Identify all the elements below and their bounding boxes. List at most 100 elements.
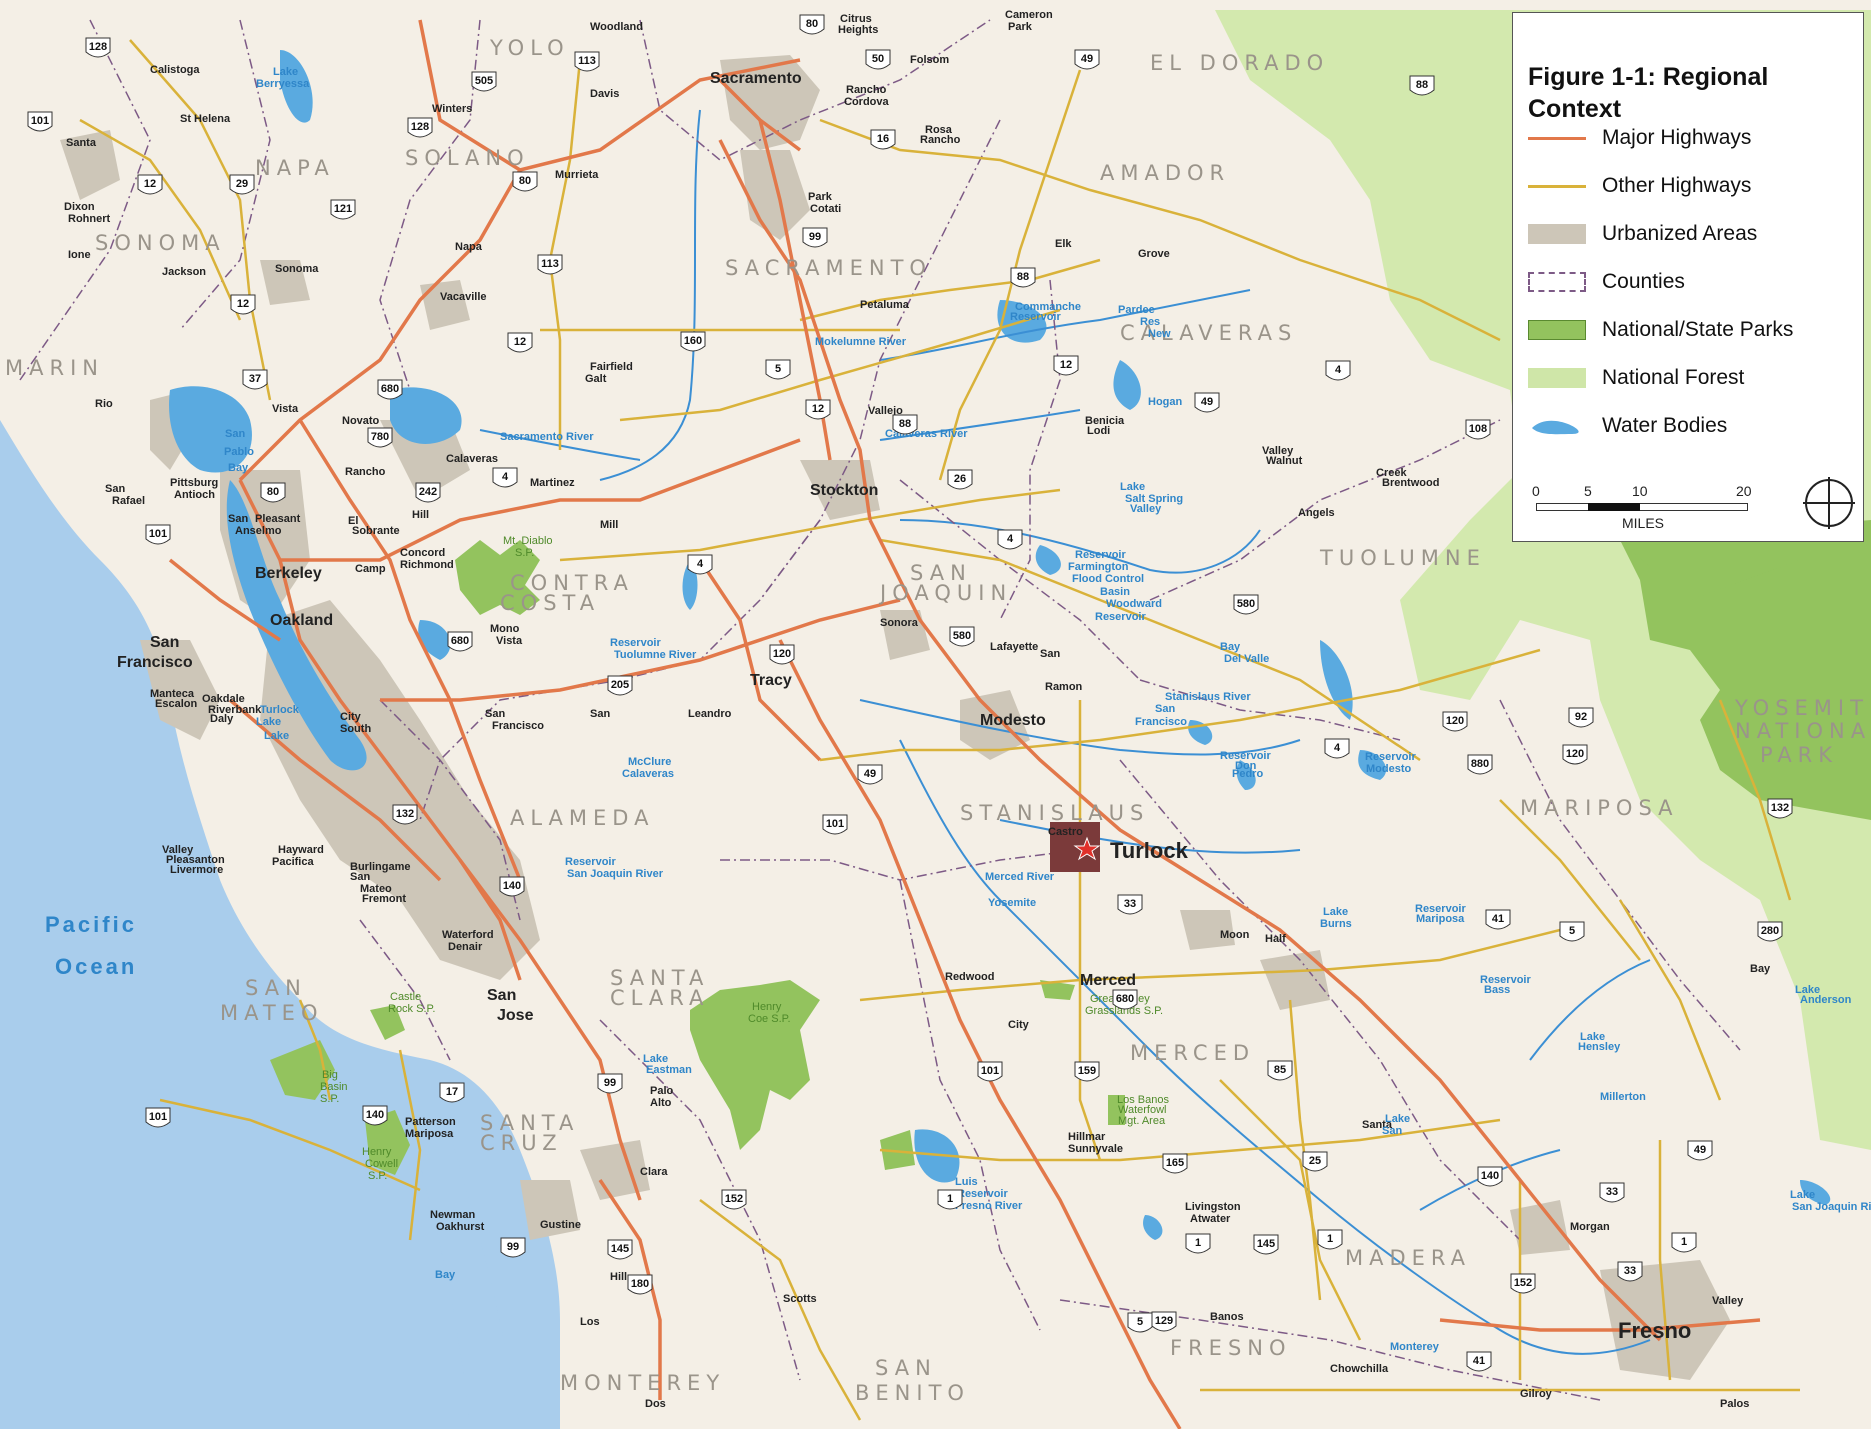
- highway-shield: 242: [415, 482, 441, 503]
- highway-number: 4: [502, 471, 509, 483]
- scale-tick: 10: [1632, 483, 1648, 499]
- water-label: Sacramento River: [500, 431, 594, 443]
- city-label-fresno: Fresno: [1618, 1318, 1691, 1343]
- highway-number: 505: [475, 75, 493, 87]
- city-label: Santa: [66, 137, 97, 149]
- water-label: Fresno River: [955, 1200, 1023, 1212]
- water-label: Del Valle: [1224, 653, 1269, 665]
- city-label: Chowchilla: [1330, 1363, 1389, 1375]
- highway-number: 80: [267, 486, 279, 498]
- city-label: Dixon: [64, 201, 95, 213]
- water-label: San: [1382, 1125, 1402, 1137]
- highway-shield: 580: [1233, 594, 1259, 615]
- city-label: Redwood: [945, 971, 995, 983]
- water-label: Bay: [228, 462, 249, 474]
- highway-shield: 505: [471, 71, 497, 92]
- city-label: South: [340, 723, 371, 735]
- highway-shield: 29: [229, 174, 255, 195]
- highway-shield: 780: [367, 427, 393, 448]
- county-label: SAN: [875, 1356, 937, 1380]
- water-label: Lake: [264, 730, 289, 742]
- city-label: Vista: [272, 403, 299, 415]
- highway-number: 120: [1566, 748, 1584, 760]
- highway-shield: 49: [1687, 1140, 1713, 1161]
- city-label: Winters: [432, 103, 472, 115]
- highway-number: 128: [411, 121, 429, 133]
- highway-shield: 41: [1466, 1351, 1492, 1372]
- highway-number: 80: [806, 18, 818, 30]
- highway-shield: 12: [137, 174, 163, 195]
- city-label: Escalon: [155, 698, 197, 710]
- park-label: Big: [322, 1069, 338, 1081]
- highway-shield: 1: [1671, 1232, 1697, 1253]
- city-label: San: [487, 987, 516, 1004]
- water-label: Eastman: [646, 1064, 692, 1076]
- city-label: Berkeley: [255, 565, 322, 582]
- highway-shield: 92: [1568, 707, 1594, 728]
- city-label: Sonora: [880, 617, 919, 629]
- highway-shield: 88: [1409, 75, 1435, 96]
- city-label: Vallejo: [868, 405, 903, 417]
- water-label: Bay: [1220, 641, 1241, 653]
- city-label: Waterford: [442, 929, 494, 941]
- highway-shield: 49: [1194, 392, 1220, 413]
- water-label: Hogan: [1148, 396, 1183, 408]
- highway-number: 12: [1060, 359, 1072, 371]
- highway-shield: 4: [997, 529, 1023, 550]
- water-label: San: [1155, 703, 1175, 715]
- highway-number: 4: [1007, 533, 1014, 545]
- city-label: Citrus: [840, 13, 872, 25]
- highway-number: 101: [981, 1065, 999, 1077]
- water-label: Reservoir: [1415, 903, 1466, 915]
- water-label: Res: [1140, 316, 1160, 328]
- water-label: Don: [1235, 760, 1257, 772]
- city-label: San: [1040, 648, 1060, 660]
- water-label: Mariposa: [1416, 913, 1465, 925]
- highway-number: 4: [697, 558, 704, 570]
- water-label: Yosemite: [988, 897, 1036, 909]
- park-label: S.P.: [320, 1093, 339, 1105]
- county-label: COSTA: [500, 591, 600, 615]
- highway-shield: 16: [870, 129, 896, 150]
- highway-shield: 80: [512, 171, 538, 192]
- park-label: Mt. Diablo: [503, 535, 553, 547]
- city-label: Creek: [1376, 467, 1407, 479]
- highway-number: 12: [812, 403, 824, 415]
- city-label: Burlingame: [350, 861, 411, 873]
- highway-number: 140: [503, 880, 521, 892]
- city-label: Gustine: [540, 1219, 581, 1231]
- scale-tick: 5: [1584, 483, 1592, 499]
- highway-number: 680: [1116, 993, 1134, 1005]
- highway-number: 140: [366, 1109, 384, 1121]
- highway-number: 108: [1469, 423, 1487, 435]
- city-label: San: [228, 513, 248, 525]
- scale-unit: MILES: [1622, 515, 1665, 531]
- city-label: Cotati: [810, 203, 841, 215]
- highway-shield: 12: [1053, 355, 1079, 376]
- legend-item: Urbanized Areas: [1528, 219, 1757, 249]
- legend-swatch: [1528, 416, 1586, 436]
- highway-number: 5: [1137, 1316, 1143, 1328]
- city-label: Los: [580, 1316, 600, 1328]
- city-label: Daly: [210, 713, 234, 725]
- highway-number: 4: [1334, 742, 1341, 754]
- city-label: Pittsburg: [170, 477, 218, 489]
- city-label: Francisco: [492, 720, 544, 732]
- city-label: Hayward: [278, 844, 324, 856]
- city-label: Concord: [400, 547, 445, 559]
- water-label: Valley: [1130, 503, 1162, 515]
- legend-item: Water Bodies: [1528, 411, 1727, 441]
- water-label: Bass: [1484, 984, 1510, 996]
- city-label: Newman: [430, 1209, 476, 1221]
- county-label: CONTRA: [510, 571, 634, 595]
- water-label: Bay: [435, 1269, 456, 1281]
- city-label: Petaluma: [860, 299, 910, 311]
- highway-shield: 1: [1185, 1233, 1211, 1254]
- water-label: Lake: [1795, 984, 1820, 996]
- county-label: CLARA: [610, 986, 709, 1010]
- city-label: Bay: [1750, 963, 1771, 975]
- legend-title-line2: Context: [1528, 95, 1622, 123]
- highway-number: 5: [775, 363, 781, 375]
- highway-shield: 99: [500, 1237, 526, 1258]
- city-label: Cordova: [844, 96, 890, 108]
